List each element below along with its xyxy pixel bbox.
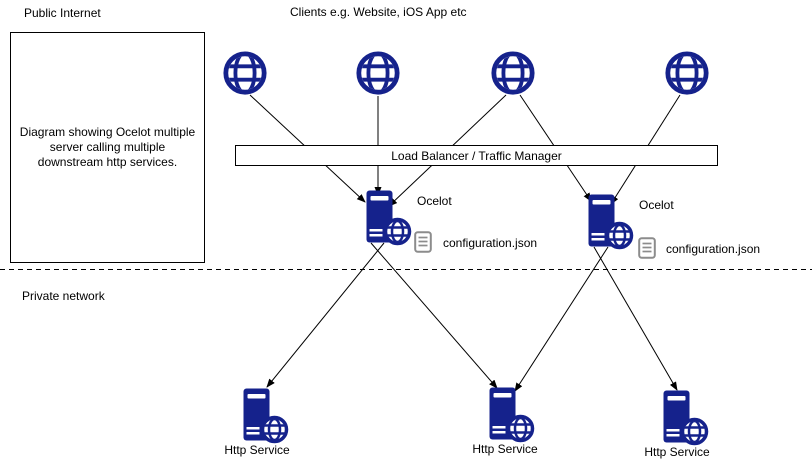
clients-label: Clients e.g. Website, iOS App etc [290,5,467,19]
description-text: Diagram showing Ocelot multiple server c… [19,125,196,169]
load-balancer-label: Load Balancer / Traffic Manager [391,148,562,163]
http-service-label: Http Service [644,445,710,459]
edge-gateway1-service2 [370,242,498,389]
gateway-label: Ocelot [417,194,452,208]
configuration-label: configuration.json [443,236,538,250]
public-internet-label: Public Internet [24,6,101,20]
http-service-label: Http Service [224,443,290,457]
edge-gateway2-service2 [514,246,609,392]
private-network-label: Private network [22,289,105,303]
server-globe-icon [489,387,535,443]
server-globe-icon [243,388,289,444]
server-globe-icon [663,390,709,446]
http-service-label: Http Service [472,442,538,456]
edge-gateway2-service3 [593,246,678,391]
configuration-label: configuration.json [666,242,761,256]
description-box: Diagram showing Ocelot multiple server c… [10,32,205,263]
gateway-label: Ocelot [639,198,674,212]
edge-gateway1-service1 [266,242,385,388]
load-balancer-box: Load Balancer / Traffic Manager [235,145,718,166]
